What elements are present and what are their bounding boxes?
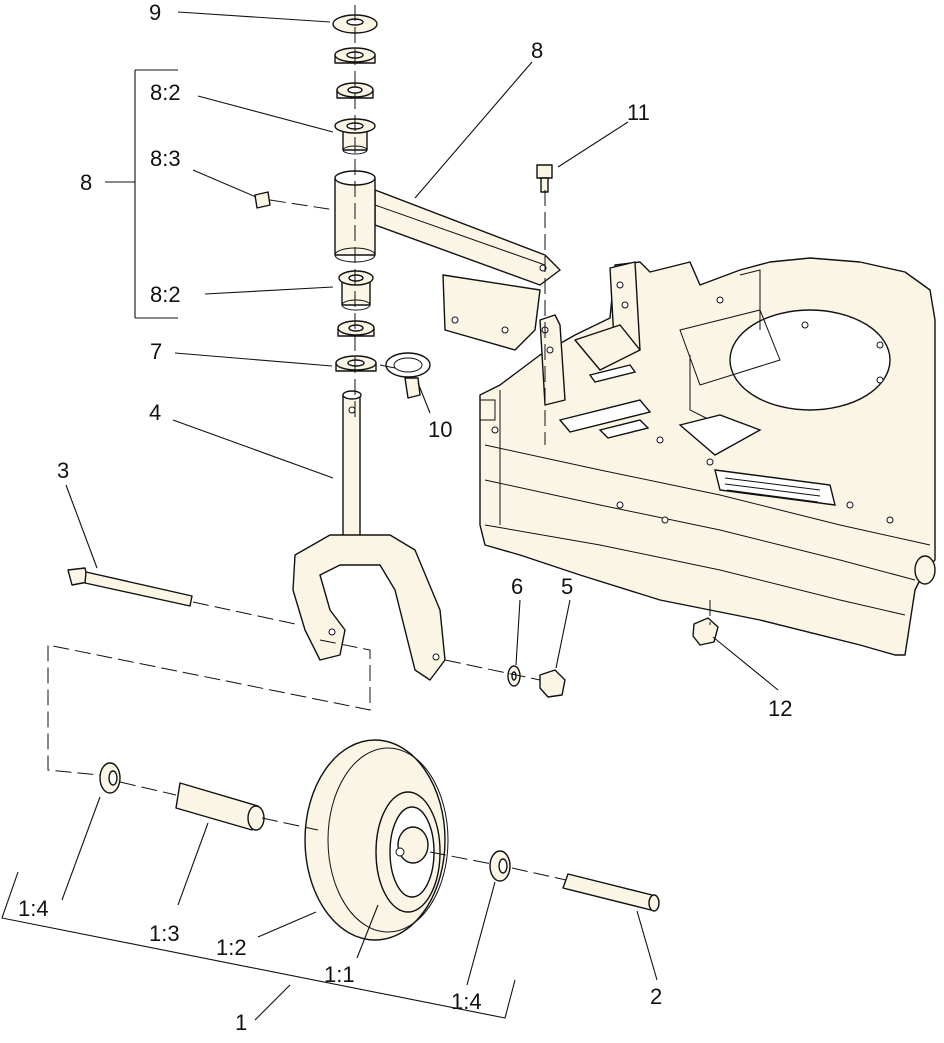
callout-8-2-top: 8:2 <box>150 80 181 105</box>
callout-1: 1 <box>235 1010 247 1035</box>
mower-deck <box>479 257 936 656</box>
callout-8-group: 8 <box>80 170 92 195</box>
callout-9: 9 <box>149 0 161 25</box>
callout-11: 11 <box>627 100 650 125</box>
caster-wheel <box>99 739 660 941</box>
caster-fork <box>292 390 446 681</box>
callout-1-4-right: 1:4 <box>451 989 482 1014</box>
callout-1-2: 1:2 <box>216 935 247 960</box>
callout-5: 5 <box>561 574 573 599</box>
callout-4: 4 <box>149 400 161 425</box>
lynch-pin <box>385 352 431 399</box>
assembly-lines <box>47 5 711 881</box>
callout-10: 10 <box>428 417 452 442</box>
deck-bolt-and-nut <box>536 164 719 646</box>
washer-and-nut <box>507 665 566 698</box>
callout-6: 6 <box>511 574 523 599</box>
callout-1-3: 1:3 <box>149 921 180 946</box>
callout-8-3: 8:3 <box>150 146 181 171</box>
callout-7: 7 <box>150 339 162 364</box>
callout-8-arm: 8 <box>531 38 543 63</box>
callout-2: 2 <box>650 984 662 1009</box>
bolt <box>67 567 193 607</box>
callout-8-2-bottom: 8:2 <box>150 282 181 307</box>
callout-3: 3 <box>57 458 69 483</box>
callout-12: 12 <box>768 696 792 721</box>
callout-1-1: 1:1 <box>324 962 355 987</box>
callout-1-4-left: 1:4 <box>18 896 49 921</box>
leader-lines <box>1 11 779 1021</box>
callout-labels: 9 8 8:2 8:3 8 8:2 7 4 10 11 3 6 5 12 1:4… <box>18 0 792 1035</box>
